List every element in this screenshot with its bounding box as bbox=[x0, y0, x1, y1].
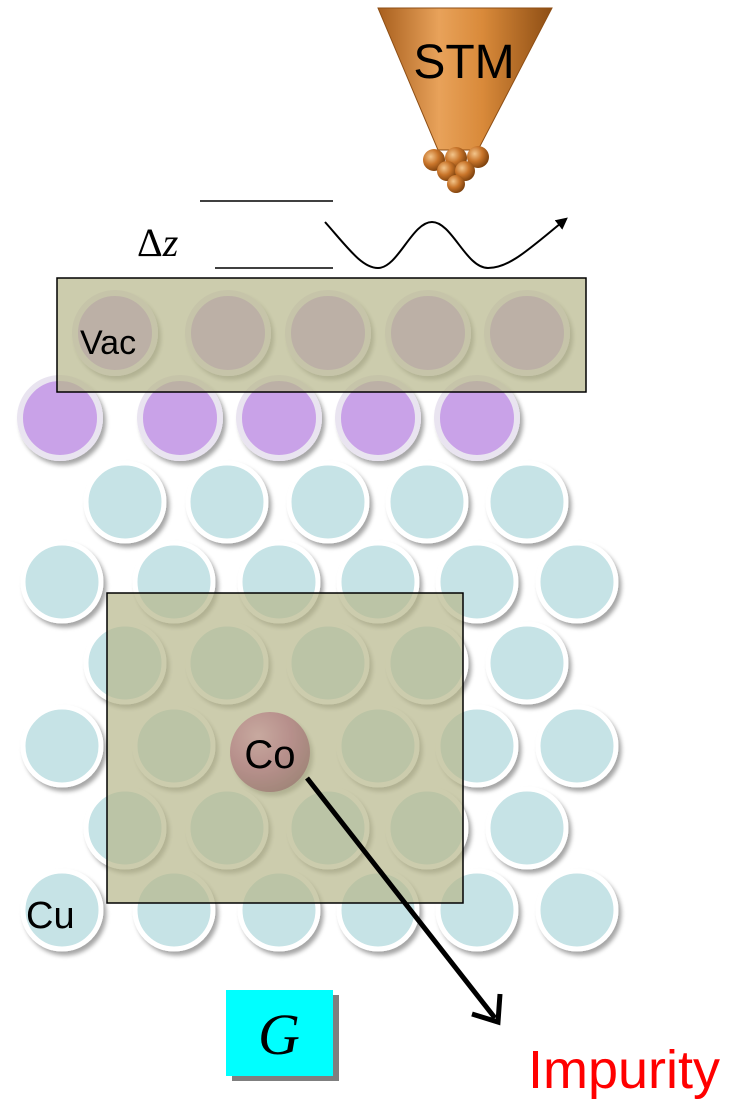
delta-symbol: Δ bbox=[137, 220, 163, 265]
stm-label: STM bbox=[413, 36, 514, 89]
cu-atom bbox=[488, 463, 566, 541]
cu-atom bbox=[538, 871, 616, 949]
cu-atom bbox=[289, 463, 367, 541]
cu-atom bbox=[23, 707, 101, 785]
cu-atom bbox=[538, 543, 616, 621]
cu-atom bbox=[488, 789, 566, 867]
tunneling-wave-arrow bbox=[325, 219, 566, 268]
vacuum-region-box bbox=[57, 278, 586, 392]
vac-label: Vac bbox=[80, 324, 136, 362]
co-label: Co bbox=[244, 733, 295, 777]
cu-atom bbox=[488, 624, 566, 702]
cu-atom bbox=[188, 463, 266, 541]
cu-atom bbox=[388, 463, 466, 541]
cu-label: Cu bbox=[26, 895, 75, 937]
impurity-label: Impurity bbox=[528, 1040, 720, 1099]
g-label: G bbox=[258, 1002, 300, 1067]
cu-atom bbox=[23, 543, 101, 621]
delta-z-label: Δz bbox=[137, 220, 179, 265]
cu-atom bbox=[86, 463, 164, 541]
delta-variable: z bbox=[162, 220, 179, 265]
cu-atom bbox=[538, 707, 616, 785]
